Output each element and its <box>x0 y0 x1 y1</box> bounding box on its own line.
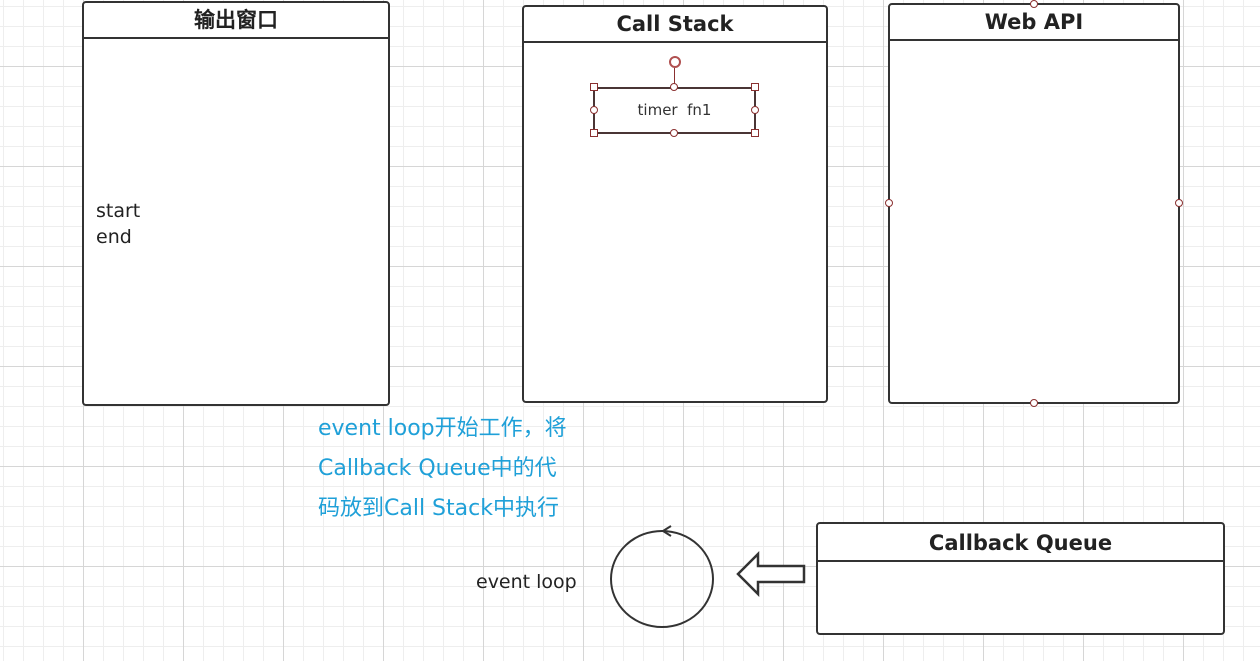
call-stack-frame-timer-fn1[interactable]: timer fn1 <box>593 87 756 134</box>
connection-point-top[interactable] <box>1030 0 1038 8</box>
event-loop-circle-icon[interactable] <box>600 518 724 634</box>
resize-handle-bottom-left[interactable] <box>590 129 598 137</box>
output-window-box[interactable]: 输出窗口 start end <box>82 1 390 406</box>
output-lines: start end <box>96 198 140 250</box>
callback-queue-box[interactable]: Callback Queue <box>816 522 1225 635</box>
resize-handle-bottom[interactable] <box>670 129 678 137</box>
web-api-title: Web API <box>890 5 1178 41</box>
callback-queue-title: Callback Queue <box>818 524 1223 562</box>
output-line: end <box>96 226 132 248</box>
connection-point-right[interactable] <box>1175 199 1183 207</box>
connection-point-left[interactable] <box>885 199 893 207</box>
resize-handle-bottom-right[interactable] <box>751 129 759 137</box>
rotation-handle[interactable] <box>669 56 681 68</box>
left-arrow-icon[interactable] <box>732 548 808 600</box>
rotation-handle-stem <box>674 68 675 87</box>
resize-handle-left[interactable] <box>590 106 598 114</box>
annotation-line: 码放到Call Stack中执行 <box>318 496 559 521</box>
web-api-box[interactable]: Web API <box>888 3 1180 404</box>
connection-point-bottom[interactable] <box>1030 399 1038 407</box>
resize-handle-top[interactable] <box>670 83 678 91</box>
resize-handle-top-right[interactable] <box>751 83 759 91</box>
call-stack-title: Call Stack <box>524 7 826 43</box>
output-line: start <box>96 200 141 222</box>
event-loop-annotation[interactable]: event loop开始工作，将 Callback Queue中的代 码放到Ca… <box>318 409 567 529</box>
resize-handle-right[interactable] <box>751 106 759 114</box>
event-loop-label: event loop <box>476 571 577 593</box>
annotation-line: event loop开始工作，将 <box>318 416 567 441</box>
call-stack-box[interactable]: Call Stack <box>522 5 828 403</box>
output-window-title: 输出窗口 <box>84 3 388 39</box>
resize-handle-top-left[interactable] <box>590 83 598 91</box>
annotation-line: Callback Queue中的代 <box>318 456 557 481</box>
